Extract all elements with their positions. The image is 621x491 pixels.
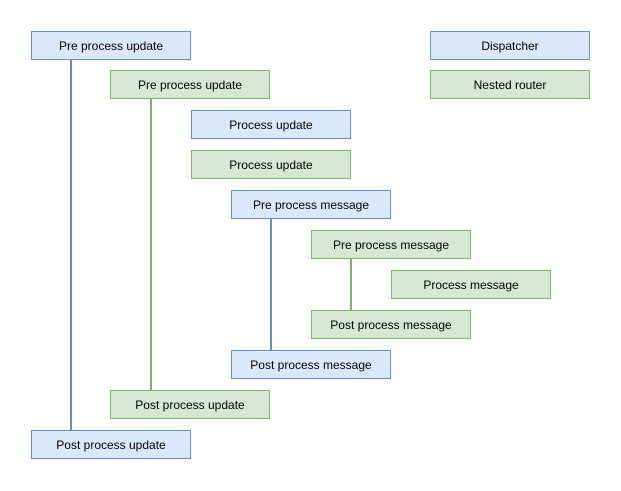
- flow-node-process-update: Process update: [191, 150, 351, 179]
- flow-node-post-process-message: Post process message: [311, 310, 471, 339]
- blue-lifeline-connector: [70, 60, 72, 430]
- flow-node-pre-process-message: Pre process message: [231, 190, 391, 219]
- flow-node-pre-process-update: Pre process update: [31, 31, 191, 60]
- flow-node-pre-process-update: Pre process update: [110, 70, 270, 99]
- flow-node-process-update: Process update: [191, 110, 351, 139]
- flow-node-post-process-message: Post process message: [231, 350, 391, 379]
- flow-node-process-message: Process message: [391, 270, 551, 299]
- flow-node-pre-process-message: Pre process message: [311, 230, 471, 259]
- flow-node-post-process-update: Post process update: [31, 430, 191, 459]
- legend-dispatcher: Dispatcher: [430, 31, 590, 60]
- legend-nested-router: Nested router: [430, 70, 590, 99]
- blue-lifeline-connector: [270, 219, 272, 350]
- green-lifeline-connector: [350, 259, 352, 310]
- green-lifeline-connector: [150, 99, 152, 390]
- flow-node-post-process-update: Post process update: [110, 390, 270, 419]
